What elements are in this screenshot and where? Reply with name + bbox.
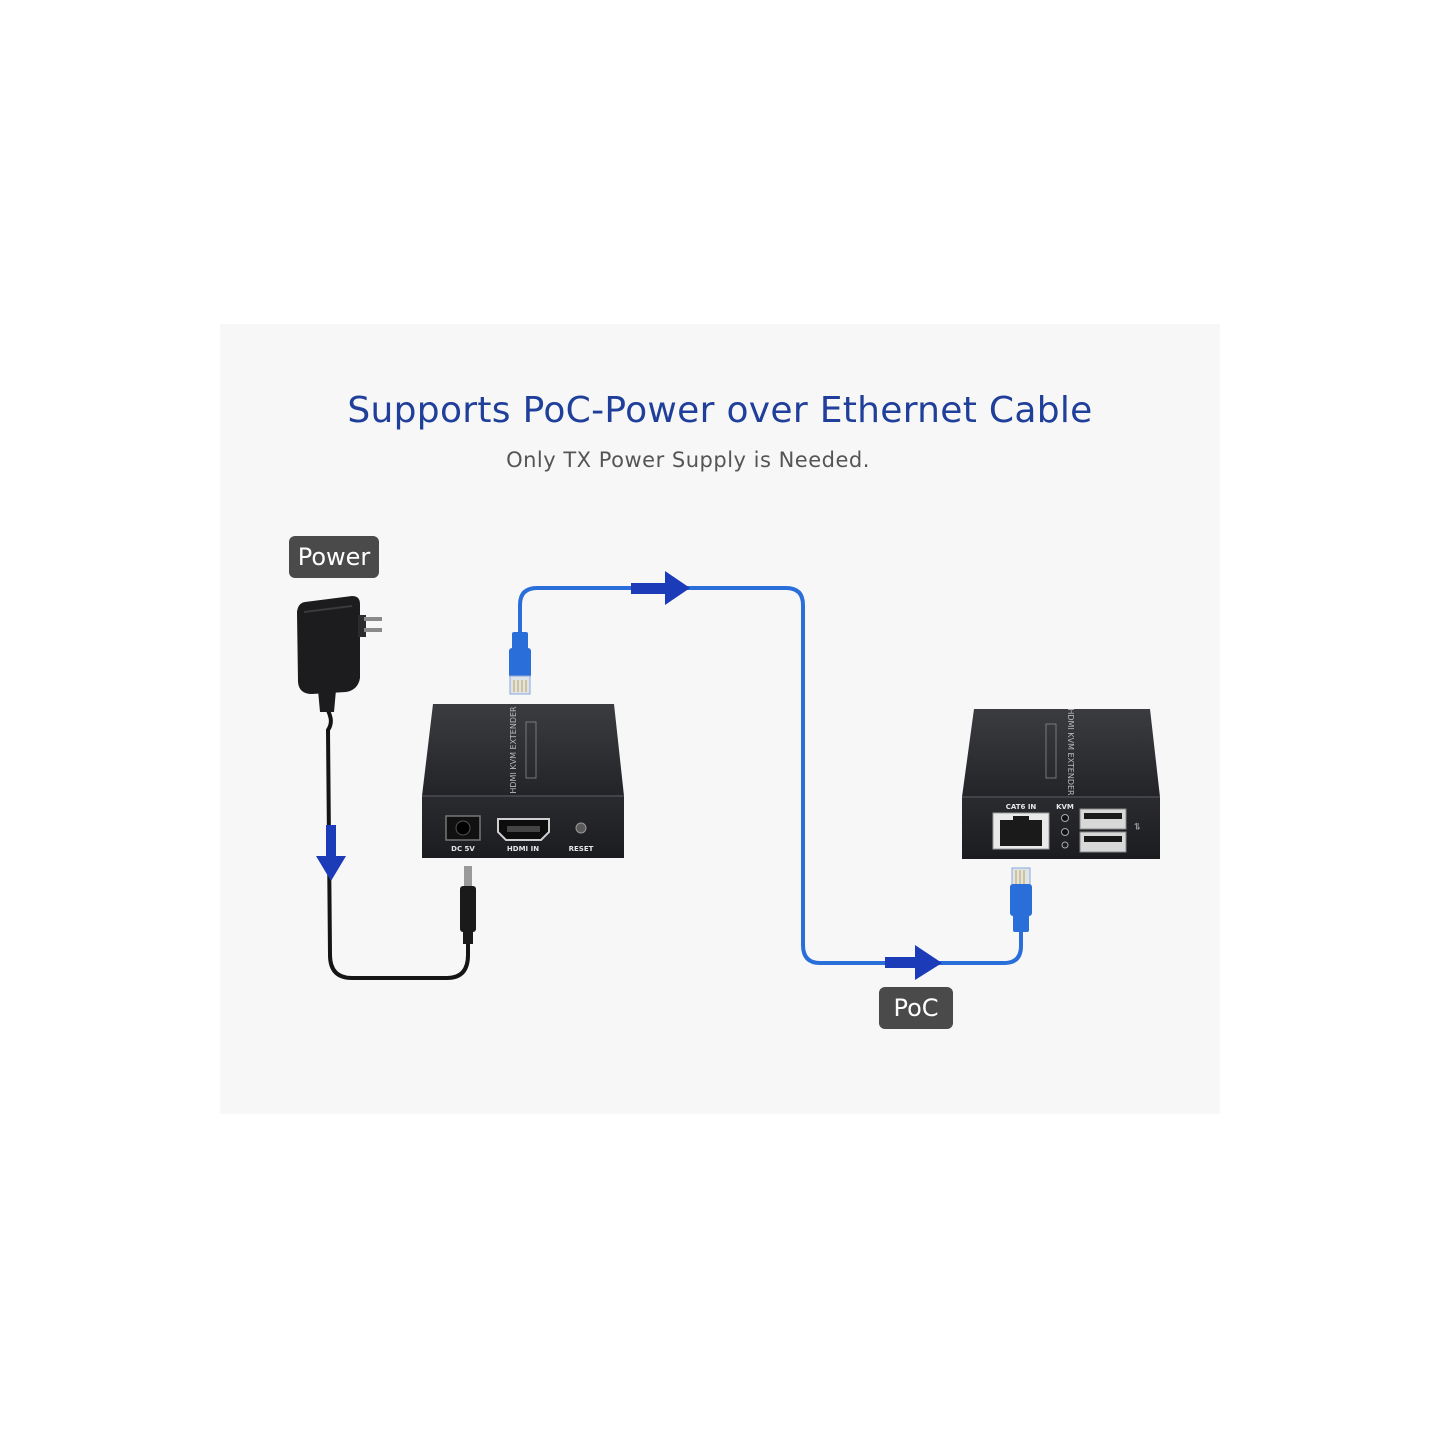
rj45-connector-rx-icon [1010, 867, 1032, 932]
power-flow-arrow-icon [316, 825, 346, 881]
rj45-connector-tx-icon [509, 632, 531, 695]
cat6-in-port-label: CAT6 IN [1006, 803, 1037, 811]
transmitter-device: HDMI KVM EXTENDER DC 5V HDMI IN RESET [422, 704, 624, 858]
power-label: Power [289, 536, 379, 578]
data-flow-arrow-bottom-icon [885, 945, 942, 980]
poc-label: PoC [879, 987, 953, 1029]
data-flow-arrow-top-icon [631, 571, 690, 605]
power-adapter-icon [297, 596, 382, 712]
ethernet-cable [518, 586, 1023, 965]
svg-text:⇌: ⇌ [1133, 822, 1143, 830]
receiver-model-label: HDMI KVM EXTENDER [1066, 708, 1075, 796]
page-title: Supports PoC-Power over Ethernet Cable [347, 390, 1093, 431]
dc-5v-port-label: DC 5V [451, 845, 475, 853]
transmitter-model-label: HDMI KVM EXTENDER [509, 706, 518, 794]
page-subtitle: Only TX Power Supply is Needed. [506, 448, 870, 472]
power-cable [322, 688, 470, 980]
kvm-port-label: KVM [1056, 803, 1074, 811]
reset-port-label: RESET [569, 845, 594, 853]
receiver-device: HDMI KVM EXTENDER ⇌ CAT6 IN KVM [962, 708, 1160, 859]
hdmi-in-port-label: HDMI IN [507, 845, 539, 853]
dc-plug-icon [460, 866, 476, 944]
